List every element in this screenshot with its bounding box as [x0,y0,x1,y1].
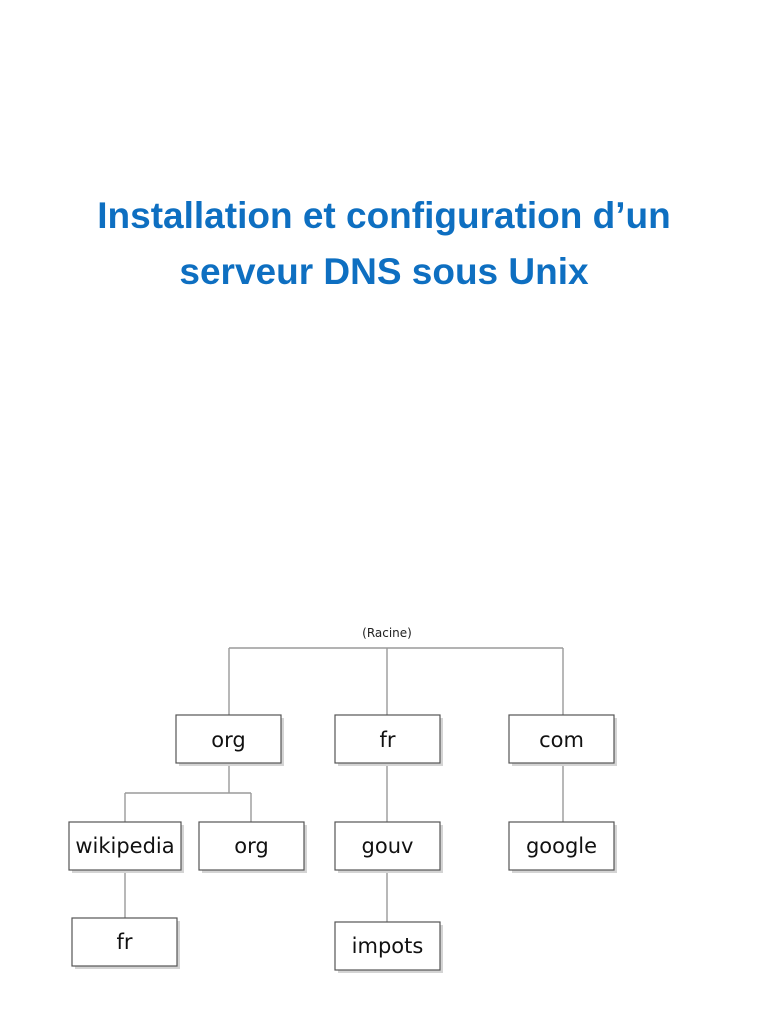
node-org-child: org [198,821,307,873]
node-org: org [175,714,284,766]
slide-title: Installation et configuration d’un serve… [0,188,768,300]
node-com: com [508,714,617,766]
slide-title-line-2: serveur DNS sous Unix [179,251,589,292]
node-wikipedia: wikipedia [68,821,184,873]
node-com-label: com [539,728,584,752]
node-google: google [508,821,617,873]
node-wikipedia-label: wikipedia [75,834,174,858]
node-fr: fr [334,714,443,766]
node-impots: impots [334,921,443,973]
node-gouv-label: gouv [362,834,414,858]
slide-title-line-1: Installation et configuration d’un [97,195,671,236]
node-wikipedia-fr-label: fr [116,930,132,954]
root-label: (Racine) [362,626,412,640]
node-fr-label: fr [379,728,395,752]
node-wikipedia-fr: fr [71,917,180,969]
node-gouv: gouv [334,821,443,873]
tree-connectors [124,647,564,922]
node-google-label: google [526,834,597,858]
node-org-child-label: org [234,834,268,858]
node-impots-label: impots [352,934,424,958]
node-org-label: org [211,728,245,752]
